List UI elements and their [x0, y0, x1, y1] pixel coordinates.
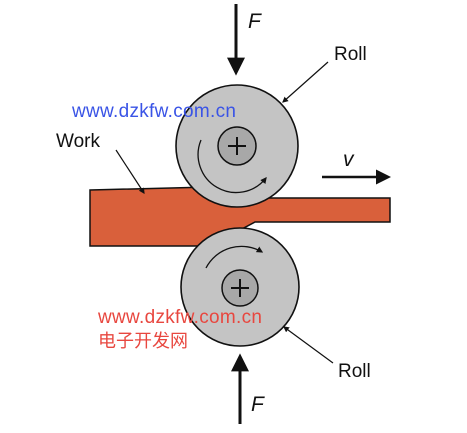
top-force-label: F: [248, 10, 262, 33]
work-label: Work: [56, 131, 100, 152]
top-roll: [175, 84, 299, 208]
top-roll-leader-line: [282, 61, 329, 103]
bottom-roll-label: Roll: [338, 361, 371, 382]
rotation-arrow-icon: [205, 245, 264, 269]
bottom-roll: [180, 227, 300, 347]
watermark-site-name: 电子开发网: [98, 331, 188, 352]
work-leader-line: [115, 149, 145, 195]
plus-icon: [228, 137, 246, 155]
bottom-force-label: F: [251, 393, 265, 416]
plus-icon: [231, 279, 249, 297]
watermark-url-bottom: www.dzkfw.com.cn: [97, 307, 262, 328]
rotation-arrow-icon: [197, 139, 267, 194]
top-roll-label: Roll: [334, 44, 367, 65]
bottom-roll-leader-line: [283, 326, 334, 364]
velocity-label: v: [343, 148, 355, 171]
watermark-url-top: www.dzkfw.com.cn: [71, 101, 236, 122]
